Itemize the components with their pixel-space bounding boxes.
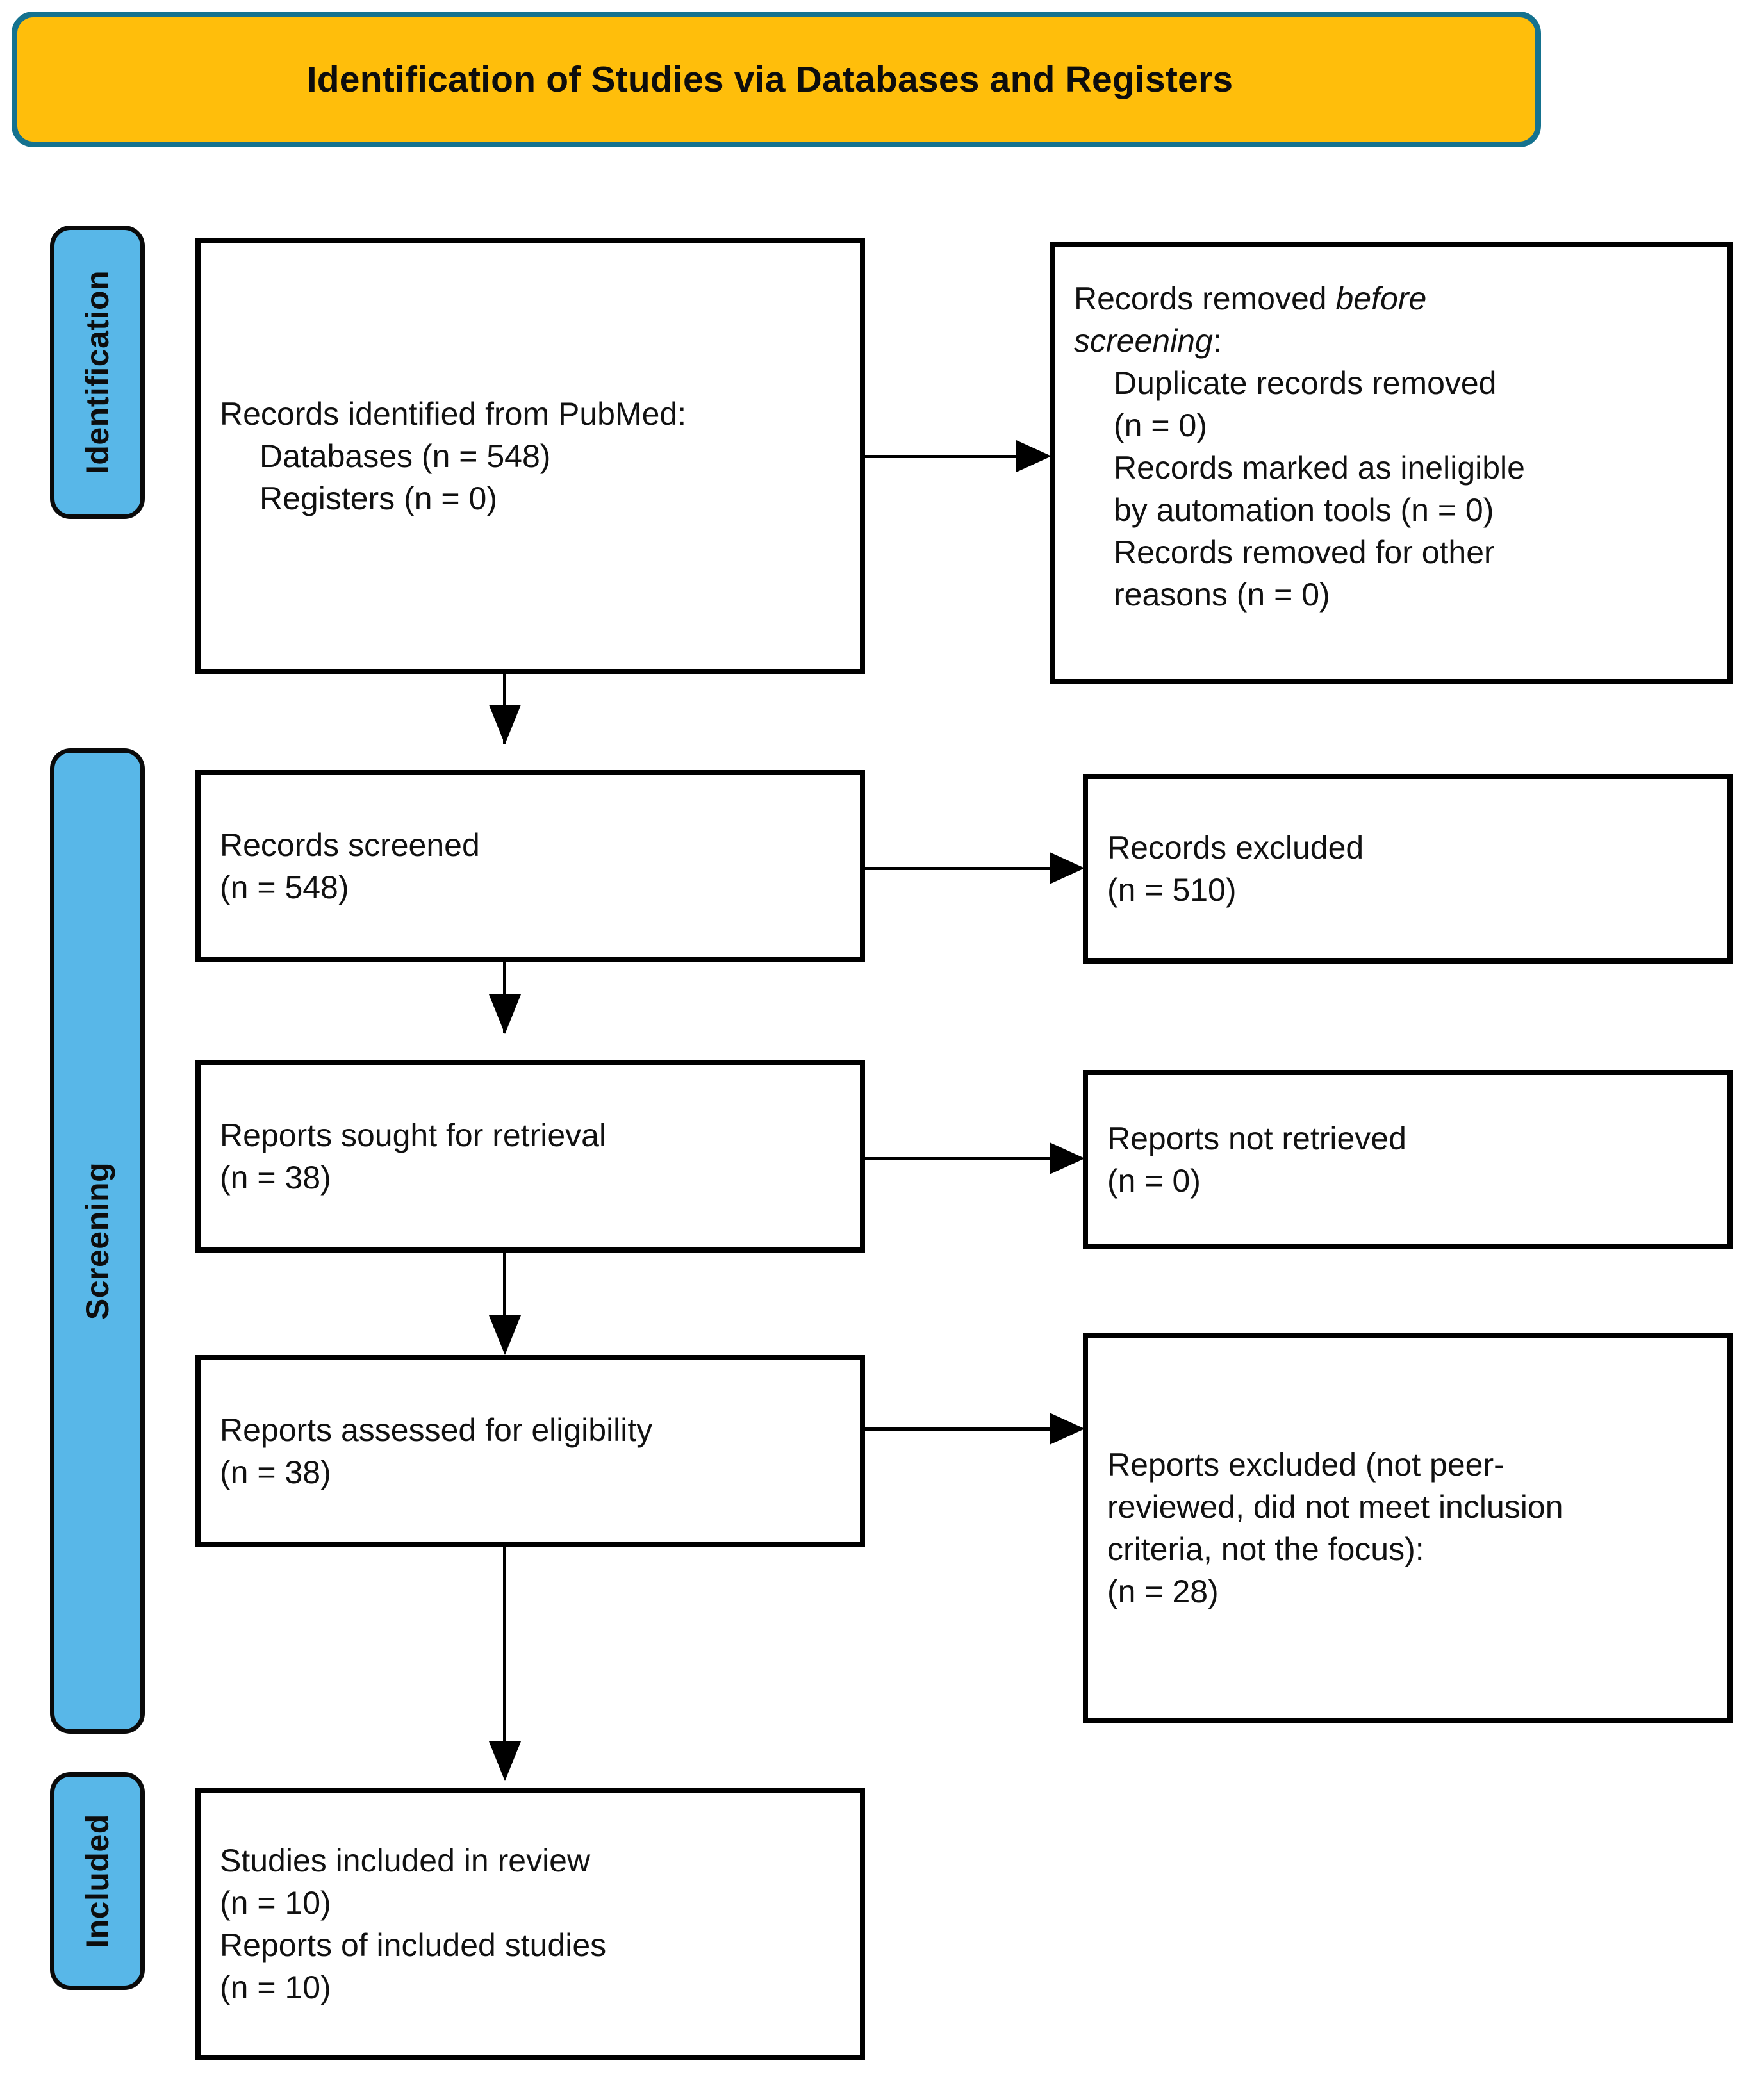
stage-label-identification: Identification [79, 270, 116, 475]
arrowhead-screened-to-sought [489, 994, 521, 1034]
records-removed-ineligible: Records marked as ineligible [1114, 450, 1525, 486]
connector-sought-to-not-retrieved [865, 1157, 1052, 1160]
arrowhead-identified-to-removed [1016, 440, 1051, 472]
box-records-excluded: Records excluded (n = 510) [1083, 774, 1733, 964]
studies-included-line1: Studies included in review [220, 1842, 591, 1879]
arrowhead-sought-to-not-retrieved [1050, 1142, 1085, 1174]
diagram-title-banner: Identification of Studies via Databases … [12, 12, 1541, 147]
reports-assessed-line2: (n = 38) [220, 1454, 331, 1490]
records-removed-heading-colon: : [1212, 323, 1222, 359]
connector-assessed-to-included [503, 1547, 506, 1772]
reports-excluded-line2: reviewed, did not meet inclusion [1107, 1489, 1563, 1525]
arrowhead-identified-to-screened [489, 705, 521, 744]
reports-not-retrieved-line2: (n = 0) [1107, 1163, 1201, 1199]
records-removed-duplicate-n: (n = 0) [1114, 407, 1207, 443]
box-reports-sought-for-retrieval: Reports sought for retrieval (n = 38) [195, 1060, 865, 1253]
connector-identified-to-removed [865, 455, 1019, 458]
arrowhead-screened-to-excluded [1050, 852, 1085, 884]
box-studies-included-in-review: Studies included in review (n = 10) Repo… [195, 1788, 865, 2060]
stage-tab-screening: Screening [50, 748, 145, 1734]
stage-tab-included: Included [50, 1772, 145, 1990]
stage-label-screening: Screening [79, 1162, 115, 1320]
box-reports-excluded: Reports excluded (not peer- reviewed, di… [1083, 1333, 1733, 1723]
records-removed-heading-italic: before [1335, 281, 1427, 317]
arrowhead-assessed-to-included [489, 1741, 521, 1781]
connector-sought-to-assessed [503, 1253, 506, 1323]
reports-excluded-line3: criteria, not the focus): [1107, 1531, 1424, 1567]
diagram-title: Identification of Studies via Databases … [306, 58, 1233, 100]
stage-label-included: Included [79, 1814, 116, 1948]
box-reports-not-retrieved: Reports not retrieved (n = 0) [1083, 1070, 1733, 1249]
arrowhead-assessed-to-excluded [1050, 1413, 1085, 1445]
records-removed-other: Records removed for other [1114, 534, 1495, 570]
reports-assessed-line1: Reports assessed for eligibility [220, 1412, 653, 1448]
stage-tab-identification: Identification [50, 226, 145, 519]
reports-sought-line2: (n = 38) [220, 1160, 331, 1196]
box-records-identified: Records identified from PubMed: Database… [195, 238, 865, 674]
records-excluded-line2: (n = 510) [1107, 872, 1237, 908]
connector-assessed-to-excluded [865, 1427, 1052, 1431]
records-identified-databases: Databases (n = 548) [260, 438, 551, 474]
connector-screened-to-excluded [865, 867, 1052, 870]
records-screened-line2: (n = 548) [220, 869, 349, 905]
box-records-removed-before-screening: Records removed before screening: Duplic… [1050, 242, 1733, 684]
studies-included-line4: (n = 10) [220, 1969, 331, 2005]
reports-not-retrieved-line1: Reports not retrieved [1107, 1121, 1406, 1156]
reports-excluded-line1: Reports excluded (not peer- [1107, 1447, 1504, 1483]
records-identified-line1: Records identified from PubMed: [220, 396, 687, 432]
box-reports-assessed-for-eligibility: Reports assessed for eligibility (n = 38… [195, 1355, 865, 1547]
reports-sought-line1: Reports sought for retrieval [220, 1117, 607, 1153]
records-excluded-line1: Records excluded [1107, 830, 1364, 866]
records-removed-duplicate: Duplicate records removed [1114, 365, 1497, 401]
reports-excluded-line4: (n = 28) [1107, 1574, 1219, 1609]
box-records-screened: Records screened (n = 548) [195, 770, 865, 962]
records-removed-other-n: reasons (n = 0) [1114, 577, 1330, 613]
arrowhead-sought-to-assessed [489, 1315, 521, 1355]
records-identified-registers: Registers (n = 0) [260, 481, 497, 516]
studies-included-line2: (n = 10) [220, 1884, 331, 1921]
records-screened-line1: Records screened [220, 827, 480, 863]
studies-included-line3: Reports of included studies [220, 1927, 607, 1963]
records-removed-ineligible-n: by automation tools (n = 0) [1114, 492, 1494, 528]
records-removed-heading-plain: Records removed [1074, 281, 1336, 317]
records-removed-heading-italic2: screening [1074, 323, 1213, 359]
